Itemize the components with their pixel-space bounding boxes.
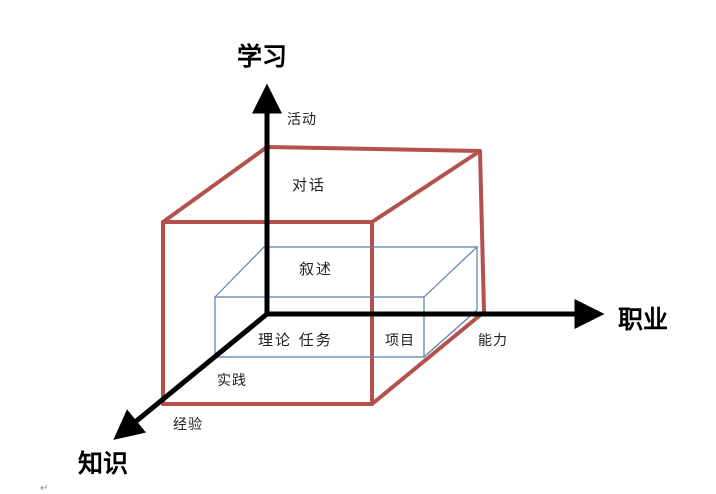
axes: [113, 83, 605, 440]
diagonal-axis-arrow: [113, 312, 269, 440]
inner-box: [214, 246, 479, 358]
dialogue-label: 对话: [292, 176, 327, 194]
narrative-label: 叙述: [299, 260, 334, 278]
theory-task-label: 理论 任务: [258, 331, 333, 349]
outer-cube-top-face: [161, 145, 482, 224]
project-label: 项目: [385, 333, 415, 349]
return-mark: ↵: [40, 483, 49, 494]
outer-cube-right-back-edge: [478, 150, 486, 313]
inner-box-top-face: [214, 246, 479, 298]
outer-cube-bottom-right-edge: [370, 310, 486, 406]
activity-label: 活动: [287, 112, 317, 128]
vertical-axis-label: 学习: [237, 42, 288, 71]
horizontal-axis-label: 职业: [618, 305, 669, 334]
ability-label: 能力: [478, 333, 508, 349]
practice-label: 实践: [217, 373, 247, 389]
diagonal-axis-label: 知识: [78, 449, 129, 478]
experience-label: 经验: [173, 417, 203, 433]
inner-box-bottom-right-edge: [423, 309, 478, 358]
